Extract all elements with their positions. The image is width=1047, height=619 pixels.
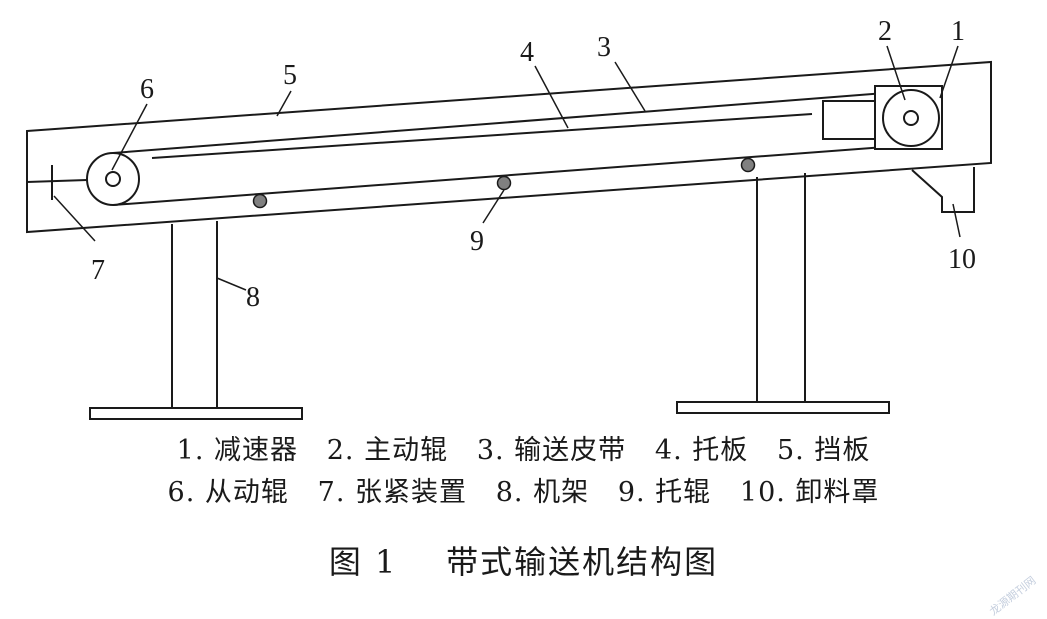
- reducer-coupling: [822, 100, 876, 140]
- label-4: 4: [520, 37, 534, 68]
- baffle-frame: [26, 60, 992, 234]
- leader-4: [534, 65, 569, 129]
- leader-7: [53, 195, 96, 242]
- right-base-plate: [676, 401, 890, 414]
- driven-roller-hub: [105, 171, 121, 187]
- legend-line-1: 1. 减速器 2. 主动辊 3. 输送皮带 4. 托板 5. 挡板: [176, 435, 871, 466]
- label-6: 6: [140, 74, 154, 105]
- figure-caption: 图 1 带式输送机结构图: [328, 543, 719, 581]
- belt-conveyor-diagram: 1 2 3 4 5 6 7 8 9 10: [26, 16, 992, 420]
- label-7: 7: [91, 255, 105, 286]
- legend-line-2: 6. 从动辊 7. 张紧装置 8. 机架 9. 托辊 10. 卸料罩: [167, 477, 880, 508]
- tensioner-rod: [26, 179, 88, 183]
- driven-roller: [86, 152, 140, 206]
- label-1: 1: [951, 16, 965, 47]
- leader-10: [952, 203, 961, 238]
- left-base-plate: [89, 407, 303, 420]
- support-plate: [151, 113, 813, 159]
- belt-bottom-run: [112, 144, 912, 206]
- idler-roller-right: [740, 157, 756, 173]
- label-10: 10: [948, 244, 976, 275]
- idler-roller-left: [252, 193, 268, 209]
- idler-roller-middle: [496, 175, 512, 191]
- drive-roller-hub: [903, 110, 919, 126]
- label-2: 2: [878, 16, 892, 47]
- leader-5: [276, 90, 292, 117]
- drive-roller: [882, 89, 940, 147]
- belt-top-run: [112, 90, 912, 154]
- leader-9: [482, 189, 505, 224]
- discharge-hood: [911, 167, 975, 213]
- label-3: 3: [597, 32, 611, 63]
- label-5: 5: [283, 60, 297, 91]
- label-9: 9: [470, 226, 484, 257]
- leader-3: [614, 61, 646, 112]
- label-8: 8: [246, 282, 260, 313]
- leader-8: [216, 277, 247, 291]
- leader-2: [886, 45, 906, 101]
- leader-1: [939, 45, 959, 99]
- leader-6: [111, 103, 148, 171]
